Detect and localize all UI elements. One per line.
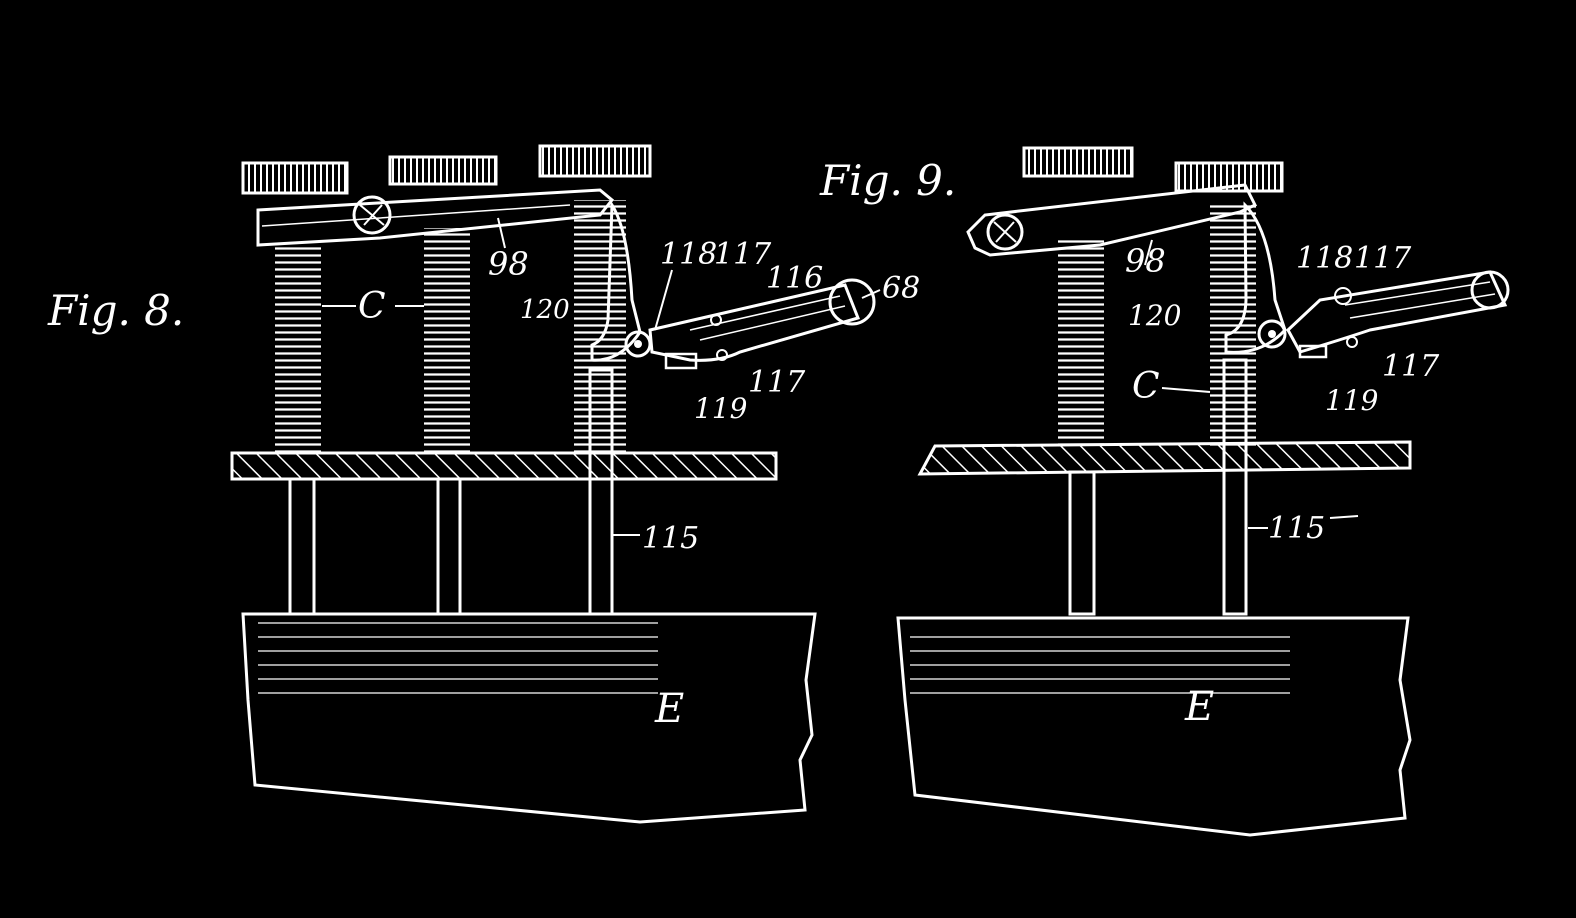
figure-9-rod [1222, 358, 1248, 616]
figure-8-knob-2 [388, 155, 498, 186]
figure-8-spring-2 [424, 228, 470, 453]
figure-9-label-rod: 115 [1268, 511, 1325, 546]
figure-9-pin [986, 213, 1024, 251]
figure-8-label-pawl: 118 [660, 237, 717, 272]
figure-8-arm [648, 283, 861, 362]
figure-8-label-arm: 116 [766, 261, 823, 296]
figure-8-pin [352, 195, 392, 235]
figure-9-label-link-lower: 117 [1382, 349, 1440, 384]
figure-9-label-pawl: 118 [1296, 241, 1353, 276]
figure-9-spring-2 [1210, 205, 1256, 446]
figure-8-stop [664, 352, 698, 370]
figure-9-label-pivot: 120 [1128, 299, 1181, 332]
figure-8-label-pivot: 120 [520, 295, 570, 325]
figure-8-label-handle: 68 [882, 271, 920, 306]
figure-8-label-link: 117 [714, 237, 772, 272]
figure-9-handle-end [1470, 270, 1510, 310]
figure-8-title: Fig. 8. [47, 286, 184, 335]
figure-9-label-lever: 98 [1125, 242, 1166, 280]
figure-8-label-stop: 119 [694, 392, 747, 425]
figure-8-pawl [590, 200, 642, 362]
figure-8-spring-1 [275, 245, 321, 453]
figure-8-knob-3 [538, 144, 652, 178]
figure-8-spring-3 [574, 200, 626, 453]
figure-9-title: Fig. 9. [819, 156, 956, 205]
figure-9-label-spring: C [1132, 366, 1160, 407]
figure-9: Fig. 9. [819, 146, 1510, 837]
figure-9-knob-2 [1174, 161, 1284, 193]
figure-8-label-base: E [654, 686, 684, 732]
figure-9-pivot [1257, 319, 1287, 349]
figure-8-label-rod: 115 [642, 521, 699, 556]
figure-9-label-stop: 119 [1325, 384, 1378, 417]
figure-8-handle-end [828, 278, 876, 326]
figure-8-knob-1 [241, 161, 349, 195]
figure-8: Fig. 8. [47, 144, 920, 824]
figure-9-stop [1298, 344, 1328, 359]
figure-9-plate [917, 440, 1412, 476]
figure-9-label-base: E [1184, 684, 1214, 730]
figure-8-label-spring: C [358, 286, 386, 327]
figure-8-plate [230, 451, 778, 481]
figure-8-label-lever: 98 [488, 245, 529, 283]
figure-9-spring-1 [1058, 240, 1104, 446]
figure-8-label-link-lower: 117 [748, 365, 806, 400]
figure-9-knob-1 [1022, 146, 1134, 178]
figure-9-label-link: 117 [1354, 241, 1412, 276]
